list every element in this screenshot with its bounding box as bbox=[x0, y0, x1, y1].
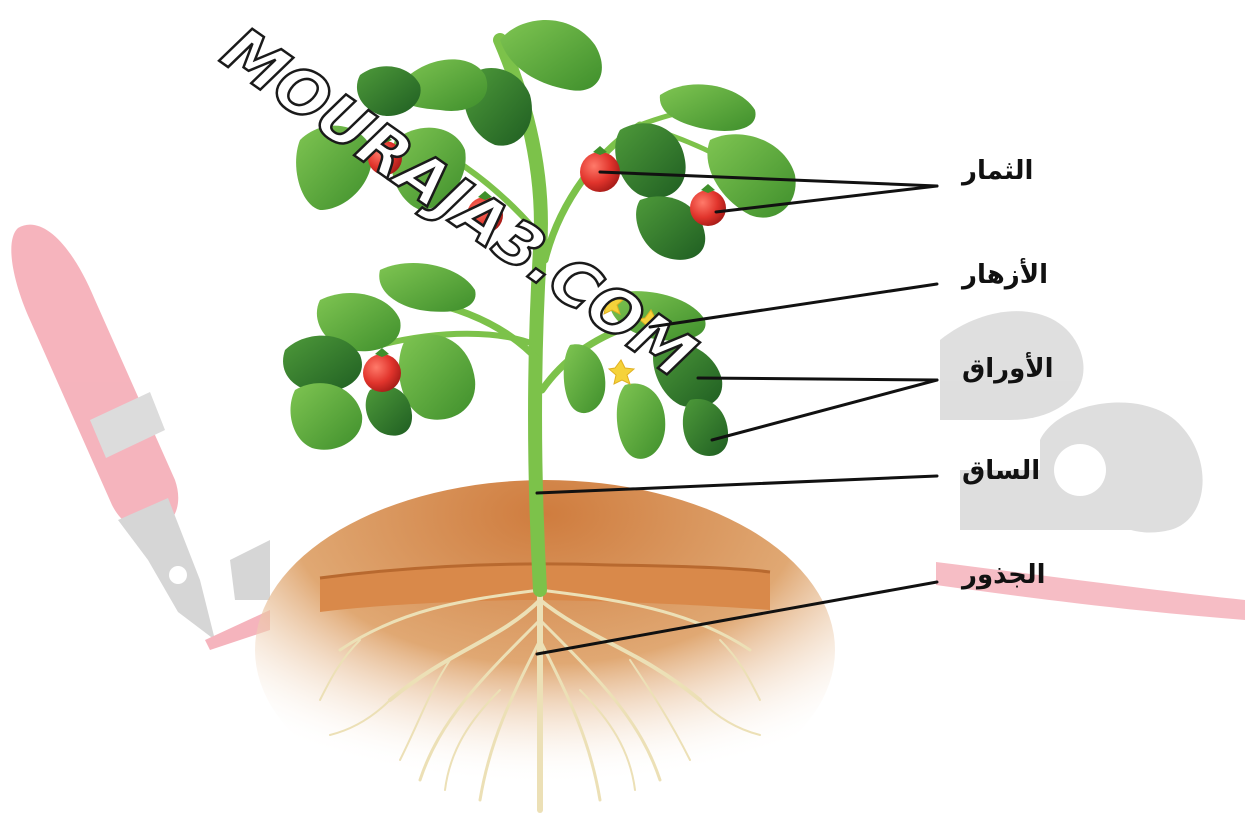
leader-line-leaves-1 bbox=[696, 376, 939, 382]
leaf bbox=[636, 196, 706, 260]
leaf bbox=[615, 123, 686, 199]
brand-watermark bbox=[936, 311, 1245, 620]
leader-line-stem bbox=[535, 474, 939, 495]
leader-line-leaves-2 bbox=[710, 378, 939, 442]
leaf bbox=[391, 127, 466, 210]
tomato bbox=[363, 354, 401, 392]
flower bbox=[607, 359, 636, 385]
label-flowers: الأزهار bbox=[962, 260, 1048, 290]
leaf bbox=[356, 66, 421, 116]
leader-line-fruits-2 bbox=[714, 184, 939, 214]
tomato bbox=[368, 141, 402, 175]
label-stem: الساق bbox=[962, 456, 1041, 486]
leaf bbox=[296, 125, 372, 210]
leaves bbox=[283, 20, 796, 459]
leaf bbox=[682, 399, 729, 456]
fruits bbox=[363, 134, 726, 392]
leaf bbox=[398, 334, 476, 420]
leaf bbox=[659, 84, 756, 131]
leaf bbox=[563, 344, 606, 414]
pen-watermark-icon bbox=[11, 224, 270, 650]
tomato bbox=[467, 197, 503, 233]
flower bbox=[597, 289, 626, 315]
leaf bbox=[652, 341, 723, 408]
leader-line-fruits-1 bbox=[598, 170, 939, 188]
flowers bbox=[597, 289, 666, 385]
leader-lines bbox=[535, 170, 939, 656]
leader-line-roots bbox=[535, 580, 939, 656]
leaf bbox=[290, 383, 363, 450]
label-leaves: الأوراق bbox=[962, 354, 1054, 384]
leaf bbox=[365, 386, 413, 436]
leader-line-flowers bbox=[648, 282, 939, 329]
tomato bbox=[690, 190, 726, 226]
leaf bbox=[707, 134, 796, 218]
flower bbox=[637, 309, 666, 335]
label-fruits: الثمار bbox=[962, 156, 1034, 186]
roots bbox=[319, 582, 761, 813]
leaf bbox=[609, 291, 706, 341]
leaf bbox=[500, 20, 602, 91]
leaf bbox=[616, 383, 666, 459]
label-roots: الجذور bbox=[962, 560, 1046, 590]
leaf bbox=[316, 292, 401, 352]
leaf bbox=[379, 262, 476, 312]
leaf bbox=[283, 335, 362, 393]
